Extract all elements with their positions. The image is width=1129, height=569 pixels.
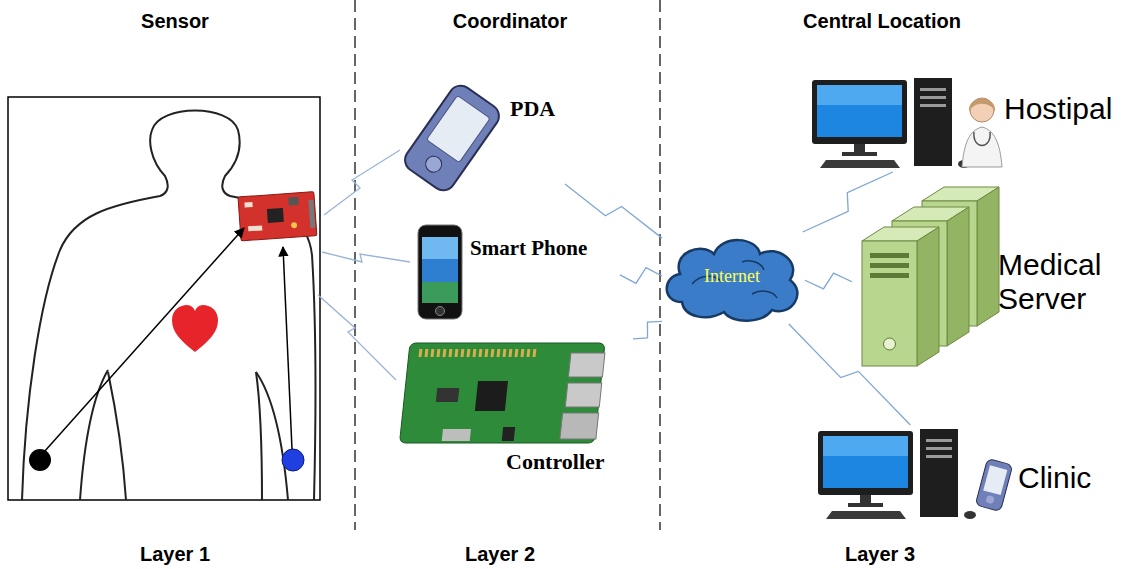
layer-divider: [354, 0, 356, 530]
wireless-link: [789, 324, 911, 425]
hospital-terminal: Hostipal: [812, 72, 1124, 172]
layer-heading: Coordinator: [453, 10, 567, 33]
lead-wire: [44, 228, 244, 452]
layer-heading: Sensor: [141, 10, 209, 33]
body-frame: [8, 97, 320, 500]
layer-name: Layer 1: [140, 543, 210, 566]
electrode: [29, 449, 51, 471]
wireless-link: [565, 184, 662, 238]
node-label: Medical Server: [998, 248, 1122, 316]
body-outline: [22, 111, 315, 501]
clinic-terminal: Clinic: [818, 425, 1123, 525]
wireless-link: [620, 268, 662, 284]
smartphone-device: Smart Phone: [415, 222, 620, 322]
electrode: [282, 449, 304, 471]
controller-board: Controller: [398, 335, 633, 485]
wireless-link: [803, 172, 893, 232]
node-label: Hostipal: [1004, 92, 1112, 126]
heart: [172, 305, 218, 352]
internet-cloud: Internet: [662, 232, 805, 324]
node-label: Smart Phone: [470, 236, 587, 261]
medical-server: Medical Server: [852, 196, 1125, 376]
pda-device: PDA: [400, 78, 565, 198]
node-label: Clinic: [1018, 461, 1091, 495]
node-label: PDA: [510, 96, 555, 122]
wireless-link: [633, 321, 662, 339]
layer-name: Layer 3: [845, 543, 915, 566]
node-label: Internet: [662, 266, 802, 287]
wireless-link: [318, 150, 410, 380]
wireless-link: [805, 273, 852, 289]
layer-name: Layer 2: [465, 543, 535, 566]
sensor-board: [238, 192, 317, 241]
layer-divider: [659, 0, 661, 530]
node-label: Controller: [506, 449, 605, 475]
lead-wire: [283, 247, 292, 449]
layer-heading: Central Location: [803, 10, 961, 33]
